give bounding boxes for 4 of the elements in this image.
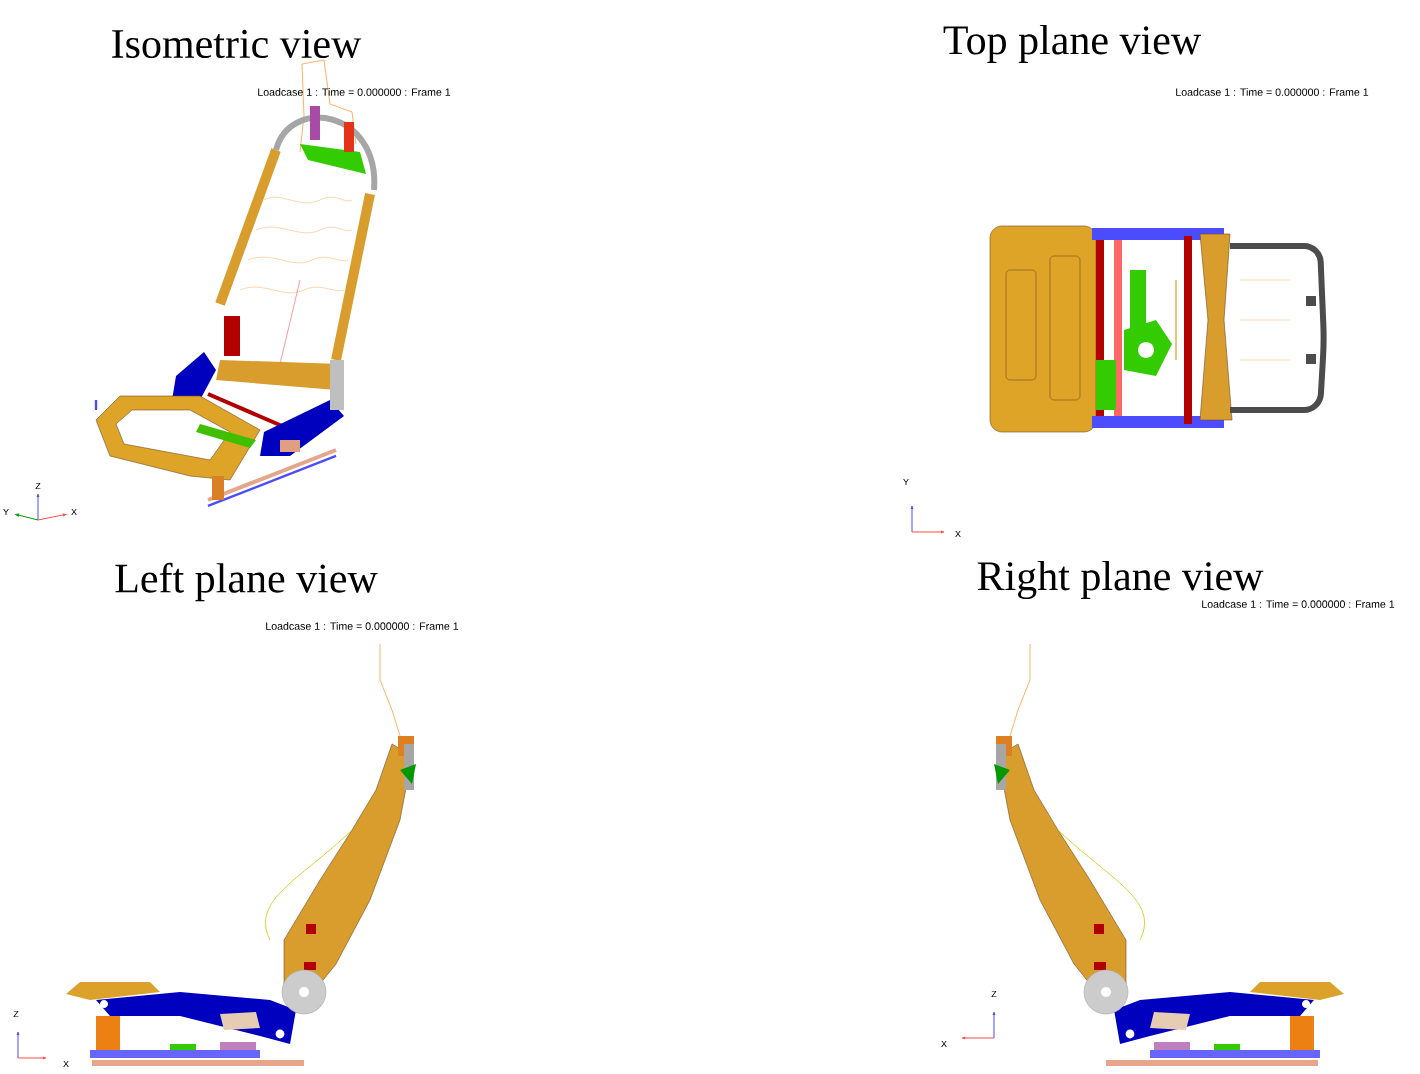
panel-title: Top plane view: [943, 24, 1201, 64]
panel-title: Isometric view: [112, 29, 362, 59]
panel-title: Right plane view: [977, 560, 1264, 600]
panel-title: Left plane view: [115, 562, 378, 602]
